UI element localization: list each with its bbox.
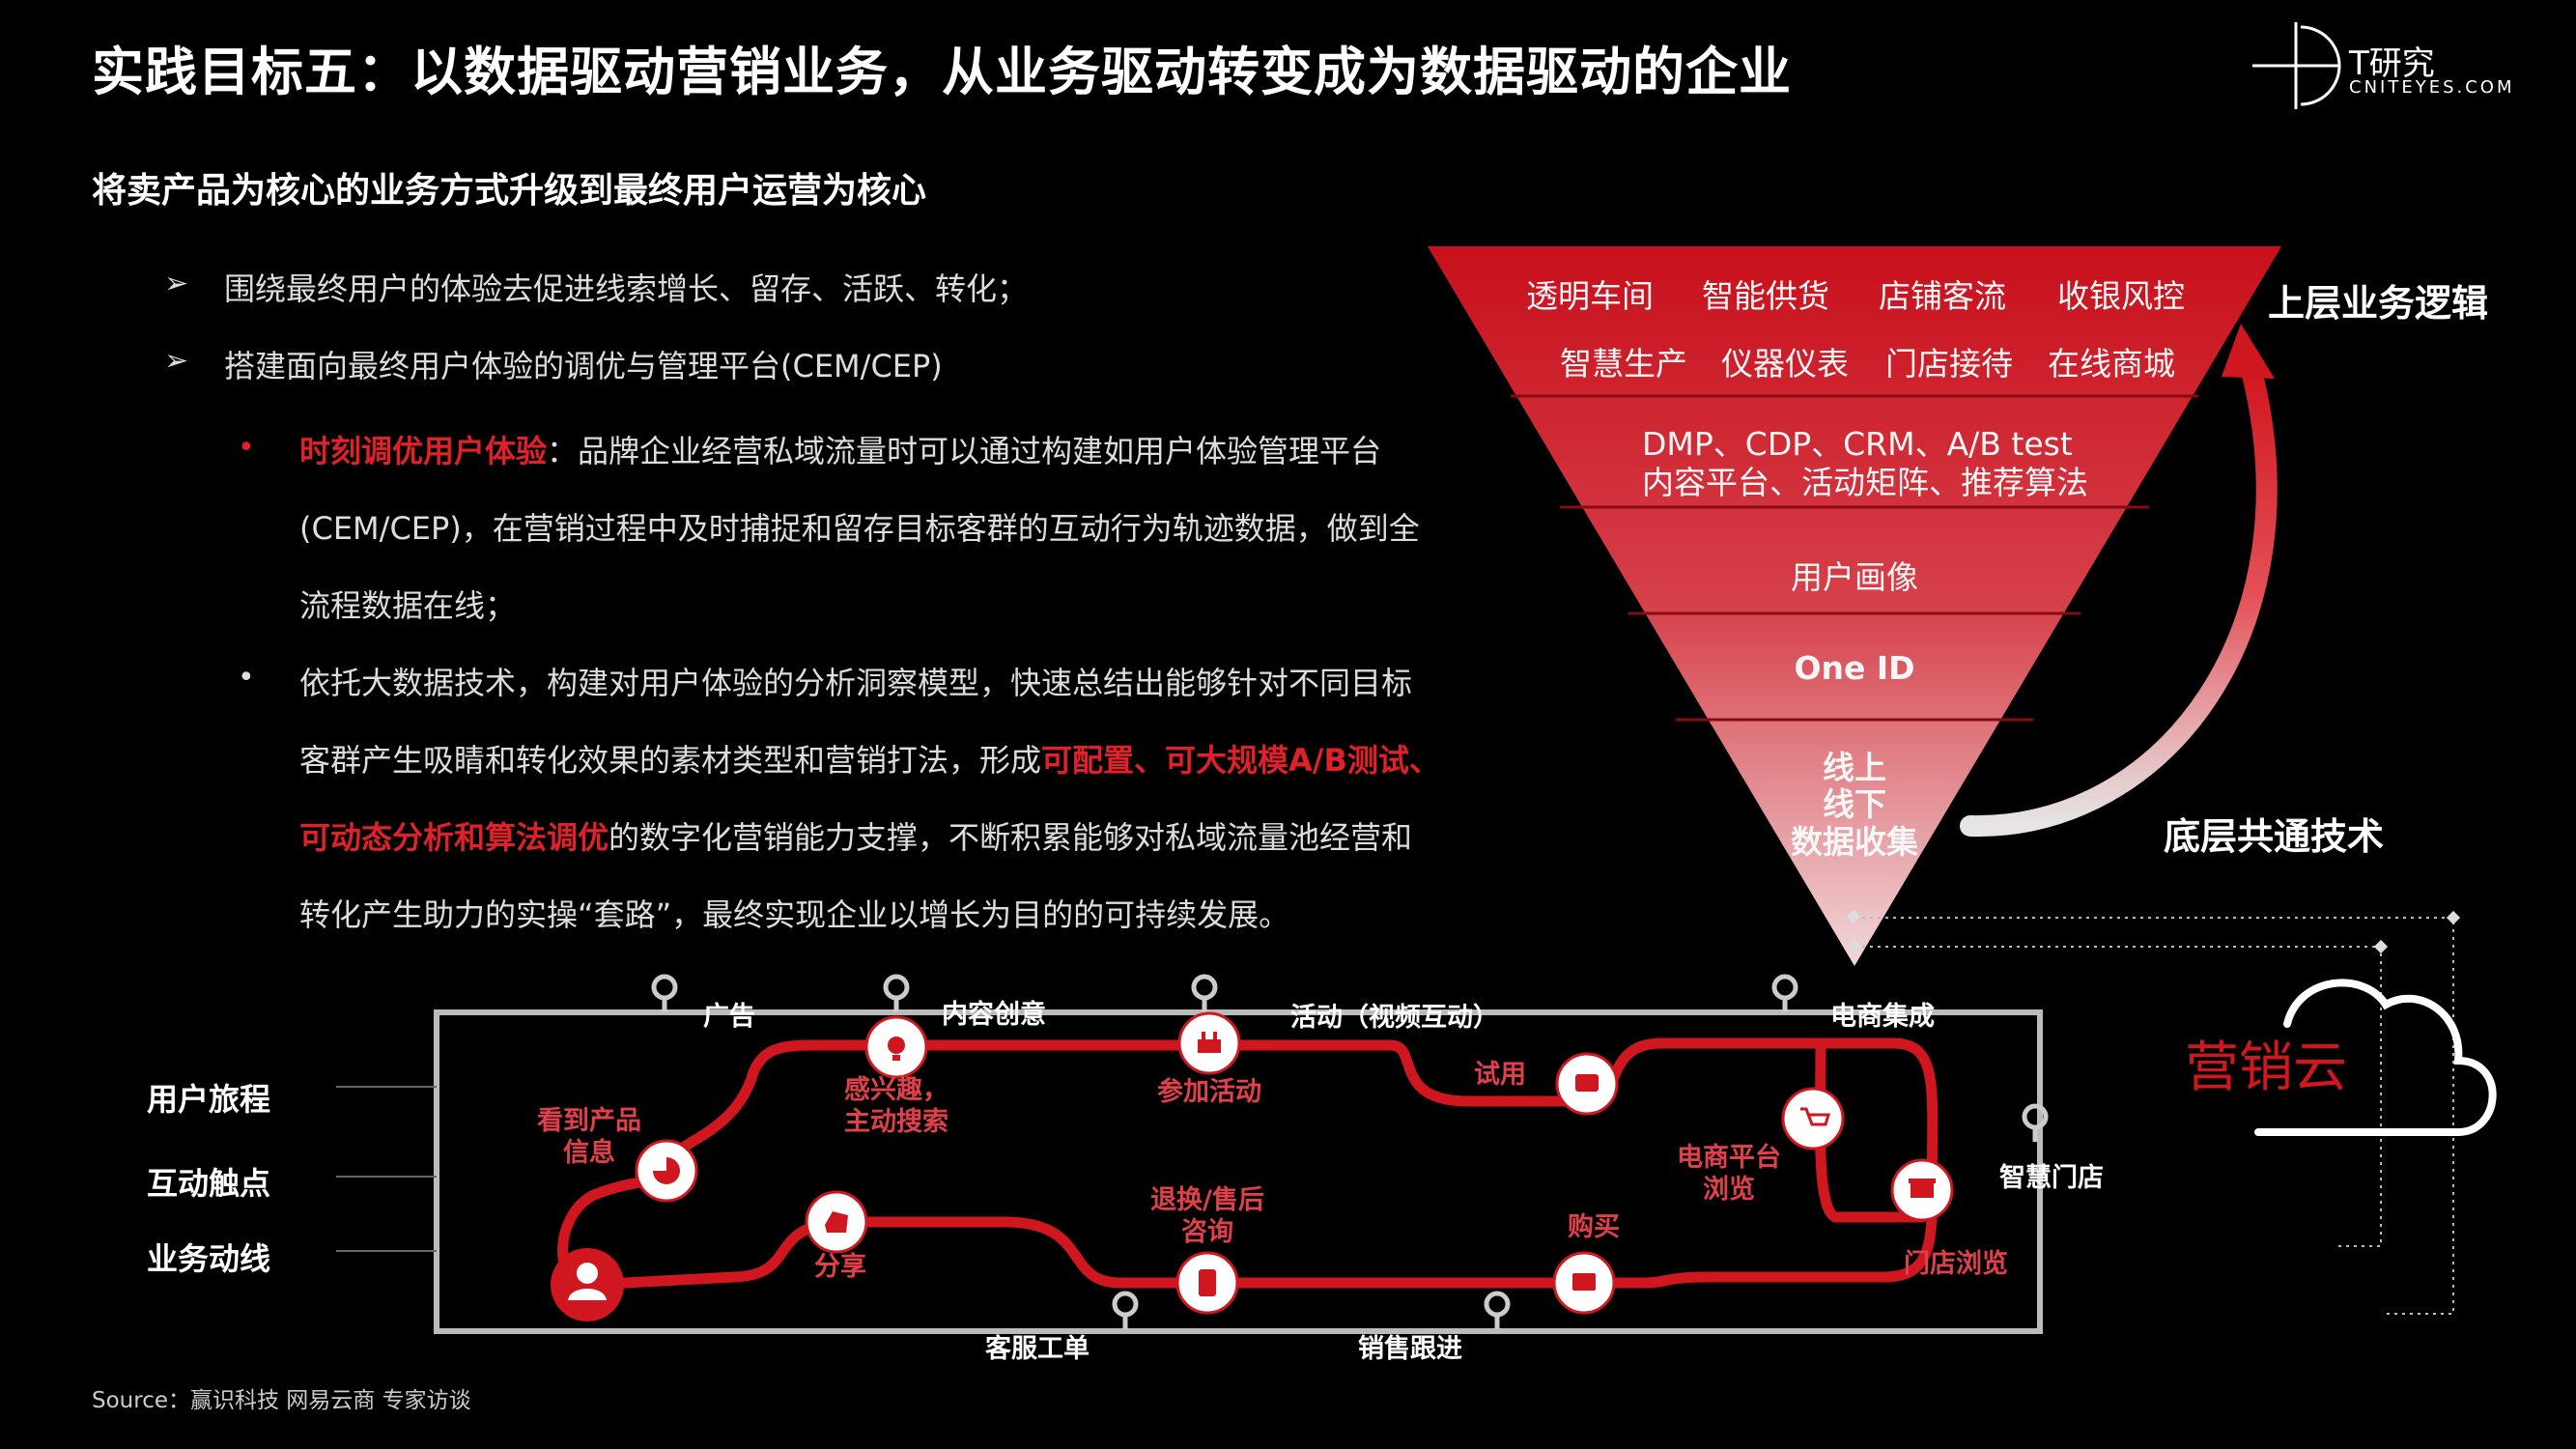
detail2-line3-rest: 的数字化营销能力支撑，不断积累能够对私域流量池经营和	[609, 819, 1413, 856]
node-activity-label: 参加活动	[1157, 1077, 1261, 1107]
detail2-line3: 可动态分析和算法调优的数字化营销能力支撑，不断积累能够对私域流量池经营和	[299, 813, 1412, 858]
node-share-icon	[805, 1190, 868, 1254]
detail2-line2-red: 可配置、可大规模A/B测试、	[1041, 742, 1440, 779]
detail2-line1: 依托大数据技术，构建对用户体验的分析洞察模型，快速总结出能够针对不同目标	[299, 665, 1413, 701]
detail2-line3-red: 可动态分析和算法调优	[299, 819, 609, 856]
funnel-item: 智能供货	[1702, 277, 1829, 315]
brand-name: T研究	[2349, 44, 2435, 83]
funnel-item: 智慧生产	[1560, 345, 1687, 383]
node-service-label: 退换/售后 咨询	[1150, 1185, 1264, 1247]
row-label-business: 业务动线	[147, 1240, 271, 1277]
funnel-layer4: One ID	[1794, 649, 1915, 687]
node-buy-label: 购买	[1568, 1212, 1620, 1242]
channel-content: 内容创意	[942, 1000, 1046, 1030]
funnel-layer3: 用户画像	[1791, 558, 1918, 596]
node-interest-label: 感兴趣， 主动搜索	[844, 1075, 948, 1137]
channel-smart-store: 智慧门店	[1999, 1163, 2104, 1193]
funnel-item: 收银风控	[2057, 277, 2185, 315]
journey-frame	[434, 1009, 2043, 1334]
detail1-line1-rest: ：品牌企业经营私域流量时可以通过构建如用户体验管理平台	[547, 433, 1382, 469]
node-store-label: 门店浏览	[1904, 1249, 2008, 1279]
detail2-line2-pre: 客群产生吸睛和转化效果的素材类型和营销打法，形成	[299, 742, 1042, 779]
node-ecom-label: 电商平台 浏览	[1677, 1143, 1781, 1205]
arrow-bullet-icon: ➢	[164, 267, 189, 300]
source-note: Source：赢识科技 网易云商 专家访谈	[92, 1388, 471, 1413]
page-title: 实践目标五：以数据驱动营销业务，从业务驱动转变成为数据驱动的企业	[92, 42, 1792, 102]
node-ecom-icon	[1781, 1087, 1845, 1151]
subtitle: 将卖产品为核心的业务方式升级到最终用户运营为核心	[92, 171, 927, 211]
node-buy-icon	[1552, 1251, 1616, 1315]
detail1-highlight: 时刻调优用户体验	[299, 433, 548, 469]
bottom-tech-label: 底层共通技术	[2164, 815, 2385, 858]
node-share-label: 分享	[814, 1252, 866, 1282]
brand-logo: T研究 CNITEYES.COM	[2233, 17, 2523, 114]
funnel-item: 门店接待	[1885, 345, 2013, 383]
node-activity-icon	[1177, 1011, 1241, 1075]
brand-domain: CNITEYES.COM	[2349, 77, 2515, 98]
channel-sales: 销售跟进	[1358, 1334, 1462, 1364]
funnel-layer5-line2: 线下	[1823, 785, 1886, 823]
row-label-journey: 用户旅程	[147, 1081, 271, 1118]
channel-activity: 活动（视频互动）	[1290, 1003, 1499, 1033]
channel-ecommerce: 电商集成	[1830, 1002, 1935, 1032]
funnel-layer5-line1: 线上	[1823, 749, 1886, 786]
node-store-icon	[1890, 1158, 1954, 1222]
detail1-line2: (CEM/CEP)，在营销过程中及时捕捉和留存目标客群的互动行为轨迹数据，做到全	[299, 510, 1420, 547]
dot-bullet-icon: •	[238, 661, 255, 695]
detail2-line4: 转化产生助力的实操“套路”，最终实现企业以增长为目的的可持续发展。	[299, 896, 1290, 933]
node-trial-label: 试用	[1474, 1060, 1526, 1090]
node-interest-icon	[864, 1015, 928, 1079]
arrowhead-icon	[2222, 324, 2275, 379]
bullet-1: 围绕最终用户的体验去促进线索增长、留存、活跃、转化；	[224, 270, 1029, 307]
funnel-layer2-line1: DMP、CDP、CRM、A/B test	[1642, 425, 2073, 463]
detail2-line2: 客群产生吸睛和转化效果的素材类型和营销打法，形成可配置、可大规模A/B测试、	[299, 736, 1440, 781]
arrow-bullet-icon: ➢	[164, 344, 189, 378]
funnel-item: 在线商城	[2048, 345, 2175, 383]
funnel-item: 店铺客流	[1879, 277, 2006, 315]
funnel-layer2-line2: 内容平台、活动矩阵、推荐算法	[1642, 464, 2088, 501]
top-logic-label: 上层业务逻辑	[2268, 282, 2489, 325]
channel-ad: 广告	[703, 1002, 755, 1032]
node-service-icon	[1175, 1251, 1239, 1315]
bullet-2: 搭建面向最终用户体验的调优与管理平台(CEM/CEP)	[224, 348, 943, 384]
detail1-line1: 时刻调优用户体验：品牌企业经营私域流量时可以通过构建如用户体验管理平台	[299, 427, 1381, 471]
brand-mark-icon	[2252, 22, 2341, 109]
detail1-line3: 流程数据在线；	[299, 587, 517, 624]
dot-bullet-icon: •	[238, 431, 255, 465]
funnel-layer5-line3: 数据收集	[1791, 823, 1918, 861]
node-see-label: 看到产品 信息	[537, 1106, 641, 1168]
funnel-item: 透明车间	[1526, 277, 1654, 315]
user-avatar-icon	[551, 1248, 624, 1321]
cloud-label: 营销云	[2185, 1037, 2347, 1099]
channel-service: 客服工单	[985, 1334, 1090, 1364]
node-trial-icon	[1555, 1052, 1619, 1116]
funnel-item: 仪器仪表	[1721, 345, 1849, 383]
row-label-touchpoint: 互动触点	[147, 1165, 271, 1202]
